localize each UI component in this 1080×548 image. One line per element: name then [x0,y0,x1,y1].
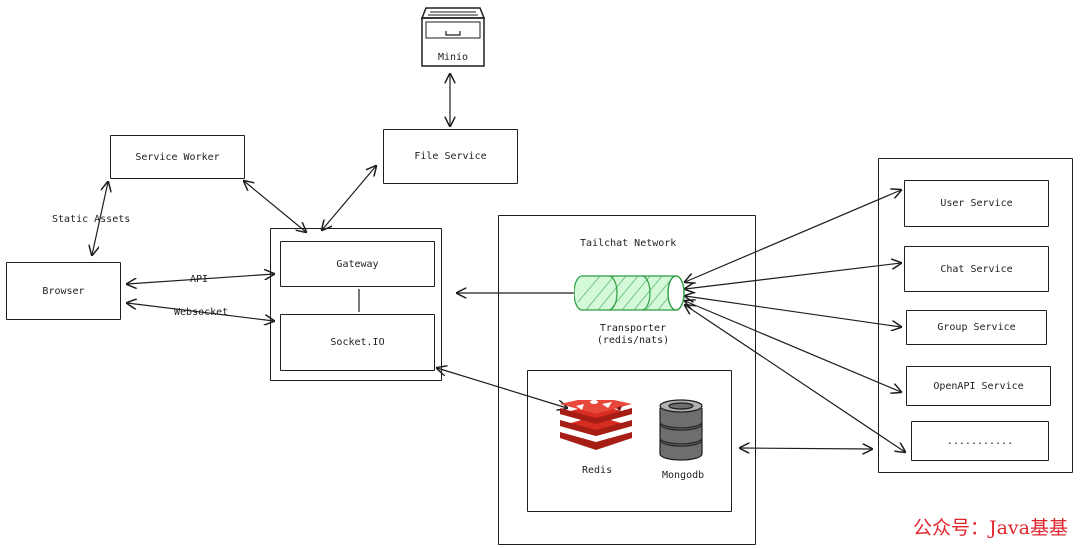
database-group-container [527,370,732,512]
arrow-browser-gateway-api [127,274,274,284]
more-services-label: ........... [946,435,1014,447]
openapi-service-node[interactable]: OpenAPI Service [906,366,1051,406]
group-service-node[interactable]: Group Service [906,310,1047,345]
socketio-label: Socket.IO [330,337,385,348]
redis-label: Redis [582,465,613,476]
arrow-transporter-more-services [685,305,905,452]
redis-logo-icon [560,400,632,450]
chat-service-node[interactable]: Chat Service [904,246,1049,292]
gateway-group-container [270,228,442,381]
arrow-browser-socketio-websocket [127,303,274,321]
mongodb-label: Mongodb [662,470,705,481]
tailchat-network-label: Tailchat Network [580,238,677,249]
arrow-file-service-gateway [322,166,376,230]
chat-service-label: Chat Service [940,263,1013,275]
gateway-label: Gateway [336,258,379,270]
user-service-node[interactable]: User Service [904,180,1049,227]
service-worker-node[interactable]: Service Worker [110,135,245,179]
minio-label: Minio [437,52,469,63]
transporter-label: Transporter (redis/nats) [596,323,670,346]
browser-node[interactable]: Browser [6,262,121,320]
file-service-node[interactable]: File Service [383,129,518,184]
file-cabinet-icon [420,7,486,67]
arrow-socketio-redis [437,368,567,408]
file-service-label: File Service [414,151,487,162]
browser-label: Browser [42,285,85,297]
api-label: API [190,274,209,285]
message-bus-cylinder-icon [574,275,685,311]
arrow-service-worker-gateway [244,181,306,232]
database-stack-icon [659,399,703,461]
services-group-container [878,158,1073,473]
watermark-text: 公众号：Java基基 [912,517,1068,539]
socketio-node[interactable]: Socket.IO [280,314,435,371]
static-assets-label: Static Assets [52,214,131,225]
arrow-browser-service-worker [92,182,108,255]
service-worker-label: Service Worker [135,151,220,163]
arrow-transporter-chat-service [685,263,901,289]
user-service-label: User Service [940,198,1013,209]
gateway-node[interactable]: Gateway [280,241,435,287]
openapi-service-label: OpenAPI Service [933,380,1024,392]
websocket-label: Websocket [174,307,229,318]
arrow-db-group-services [740,448,872,449]
more-services-node[interactable]: ........... [911,421,1049,461]
group-service-label: Group Service [937,322,1016,333]
tailchat-network-container [498,215,756,545]
